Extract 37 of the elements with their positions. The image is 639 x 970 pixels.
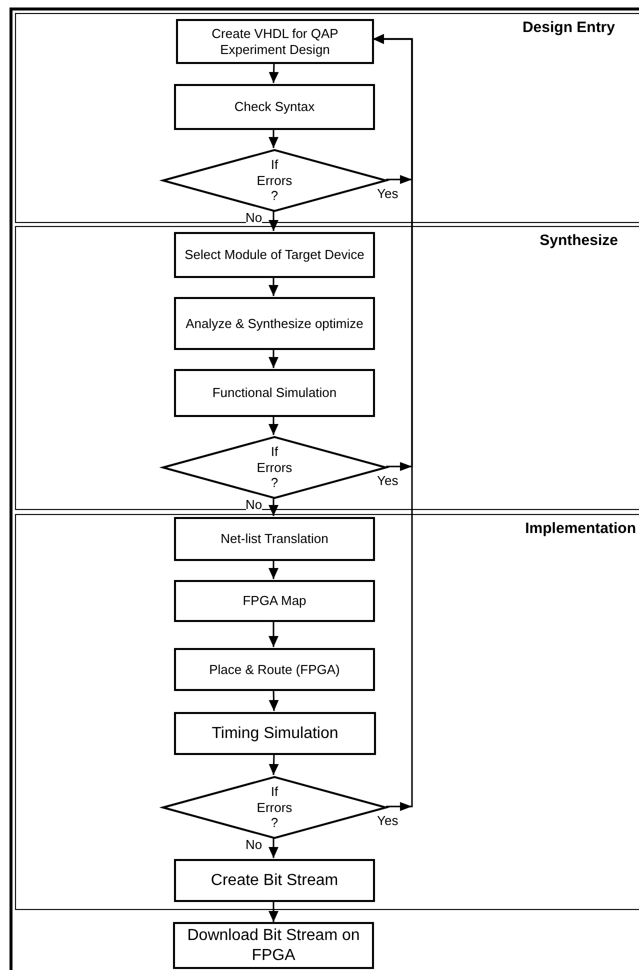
edge-label: Yes	[377, 814, 398, 826]
process-box	[173, 922, 374, 969]
edge-label: Yes	[377, 474, 398, 486]
process-text: Net-list Translation	[220, 531, 328, 547]
process-box	[174, 648, 375, 691]
process-box	[174, 517, 375, 561]
section-heading: Implementation	[525, 520, 636, 537]
process-text: Functional Simulation	[212, 385, 337, 401]
process-box	[174, 232, 375, 278]
process-text: Create VHDL for QAP Experiment Design	[210, 26, 340, 58]
edge-label: No	[246, 211, 262, 224]
decision-text: If Errors ?	[256, 157, 294, 204]
process-box	[174, 712, 376, 755]
process-box	[174, 297, 375, 350]
process-text: FPGA Map	[242, 593, 306, 609]
edge-label: Yes	[377, 186, 398, 200]
section-band	[15, 514, 639, 910]
process-box	[174, 369, 375, 417]
section-heading: Synthesize	[540, 232, 618, 249]
process-box	[174, 84, 375, 130]
process-text: Check Syntax	[234, 99, 315, 115]
process-box	[174, 580, 375, 622]
edge-label: No	[246, 498, 262, 511]
process-box	[174, 859, 375, 902]
section-band	[15, 226, 639, 510]
process-text: Download Bit Stream on FPGA	[186, 926, 361, 965]
process-text: Create Bit Stream	[210, 870, 338, 890]
decision-text: If Errors ?	[256, 444, 294, 491]
section-band	[15, 13, 639, 223]
decision-text: If Errors ?	[256, 784, 294, 831]
process-text: Select Module of Target Device	[184, 247, 364, 263]
section-heading: Design Entry	[522, 19, 615, 36]
process-text: Timing Simulation	[212, 724, 338, 744]
edge-label: No	[246, 838, 262, 851]
process-text: Analyze & Synthesize optimize	[186, 316, 364, 332]
process-box	[176, 19, 374, 64]
process-text: Place & Route (FPGA)	[209, 662, 340, 678]
